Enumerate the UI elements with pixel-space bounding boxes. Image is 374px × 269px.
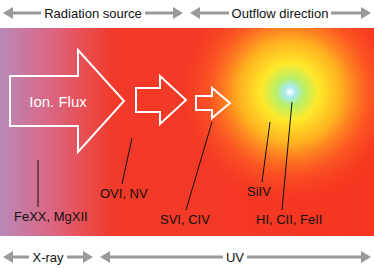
direction-label: Outflow direction: [229, 6, 332, 21]
band-label: X-ray: [29, 250, 66, 265]
ion-label: SiIV: [247, 184, 271, 199]
ion-label: SVI, CIV: [160, 212, 210, 227]
plasma-ground: [0, 28, 374, 236]
ion-label: HI, CII, FeII: [256, 212, 322, 227]
flux-arrow: [196, 88, 230, 118]
ion-label: OVI, NV: [100, 186, 148, 201]
cloud-core: [0, 28, 374, 236]
band-label: UV: [223, 250, 247, 265]
direction-arrows: [3, 7, 371, 263]
direction-label: Radiation source: [41, 6, 145, 21]
leader-lines: [38, 102, 292, 210]
ion-label: FeXX, MgXII: [14, 209, 88, 224]
flux-arrow: Ion. Flux: [8, 48, 126, 154]
arrow-label: Ion. Flux: [29, 93, 87, 110]
flux-arrow: [136, 76, 186, 124]
